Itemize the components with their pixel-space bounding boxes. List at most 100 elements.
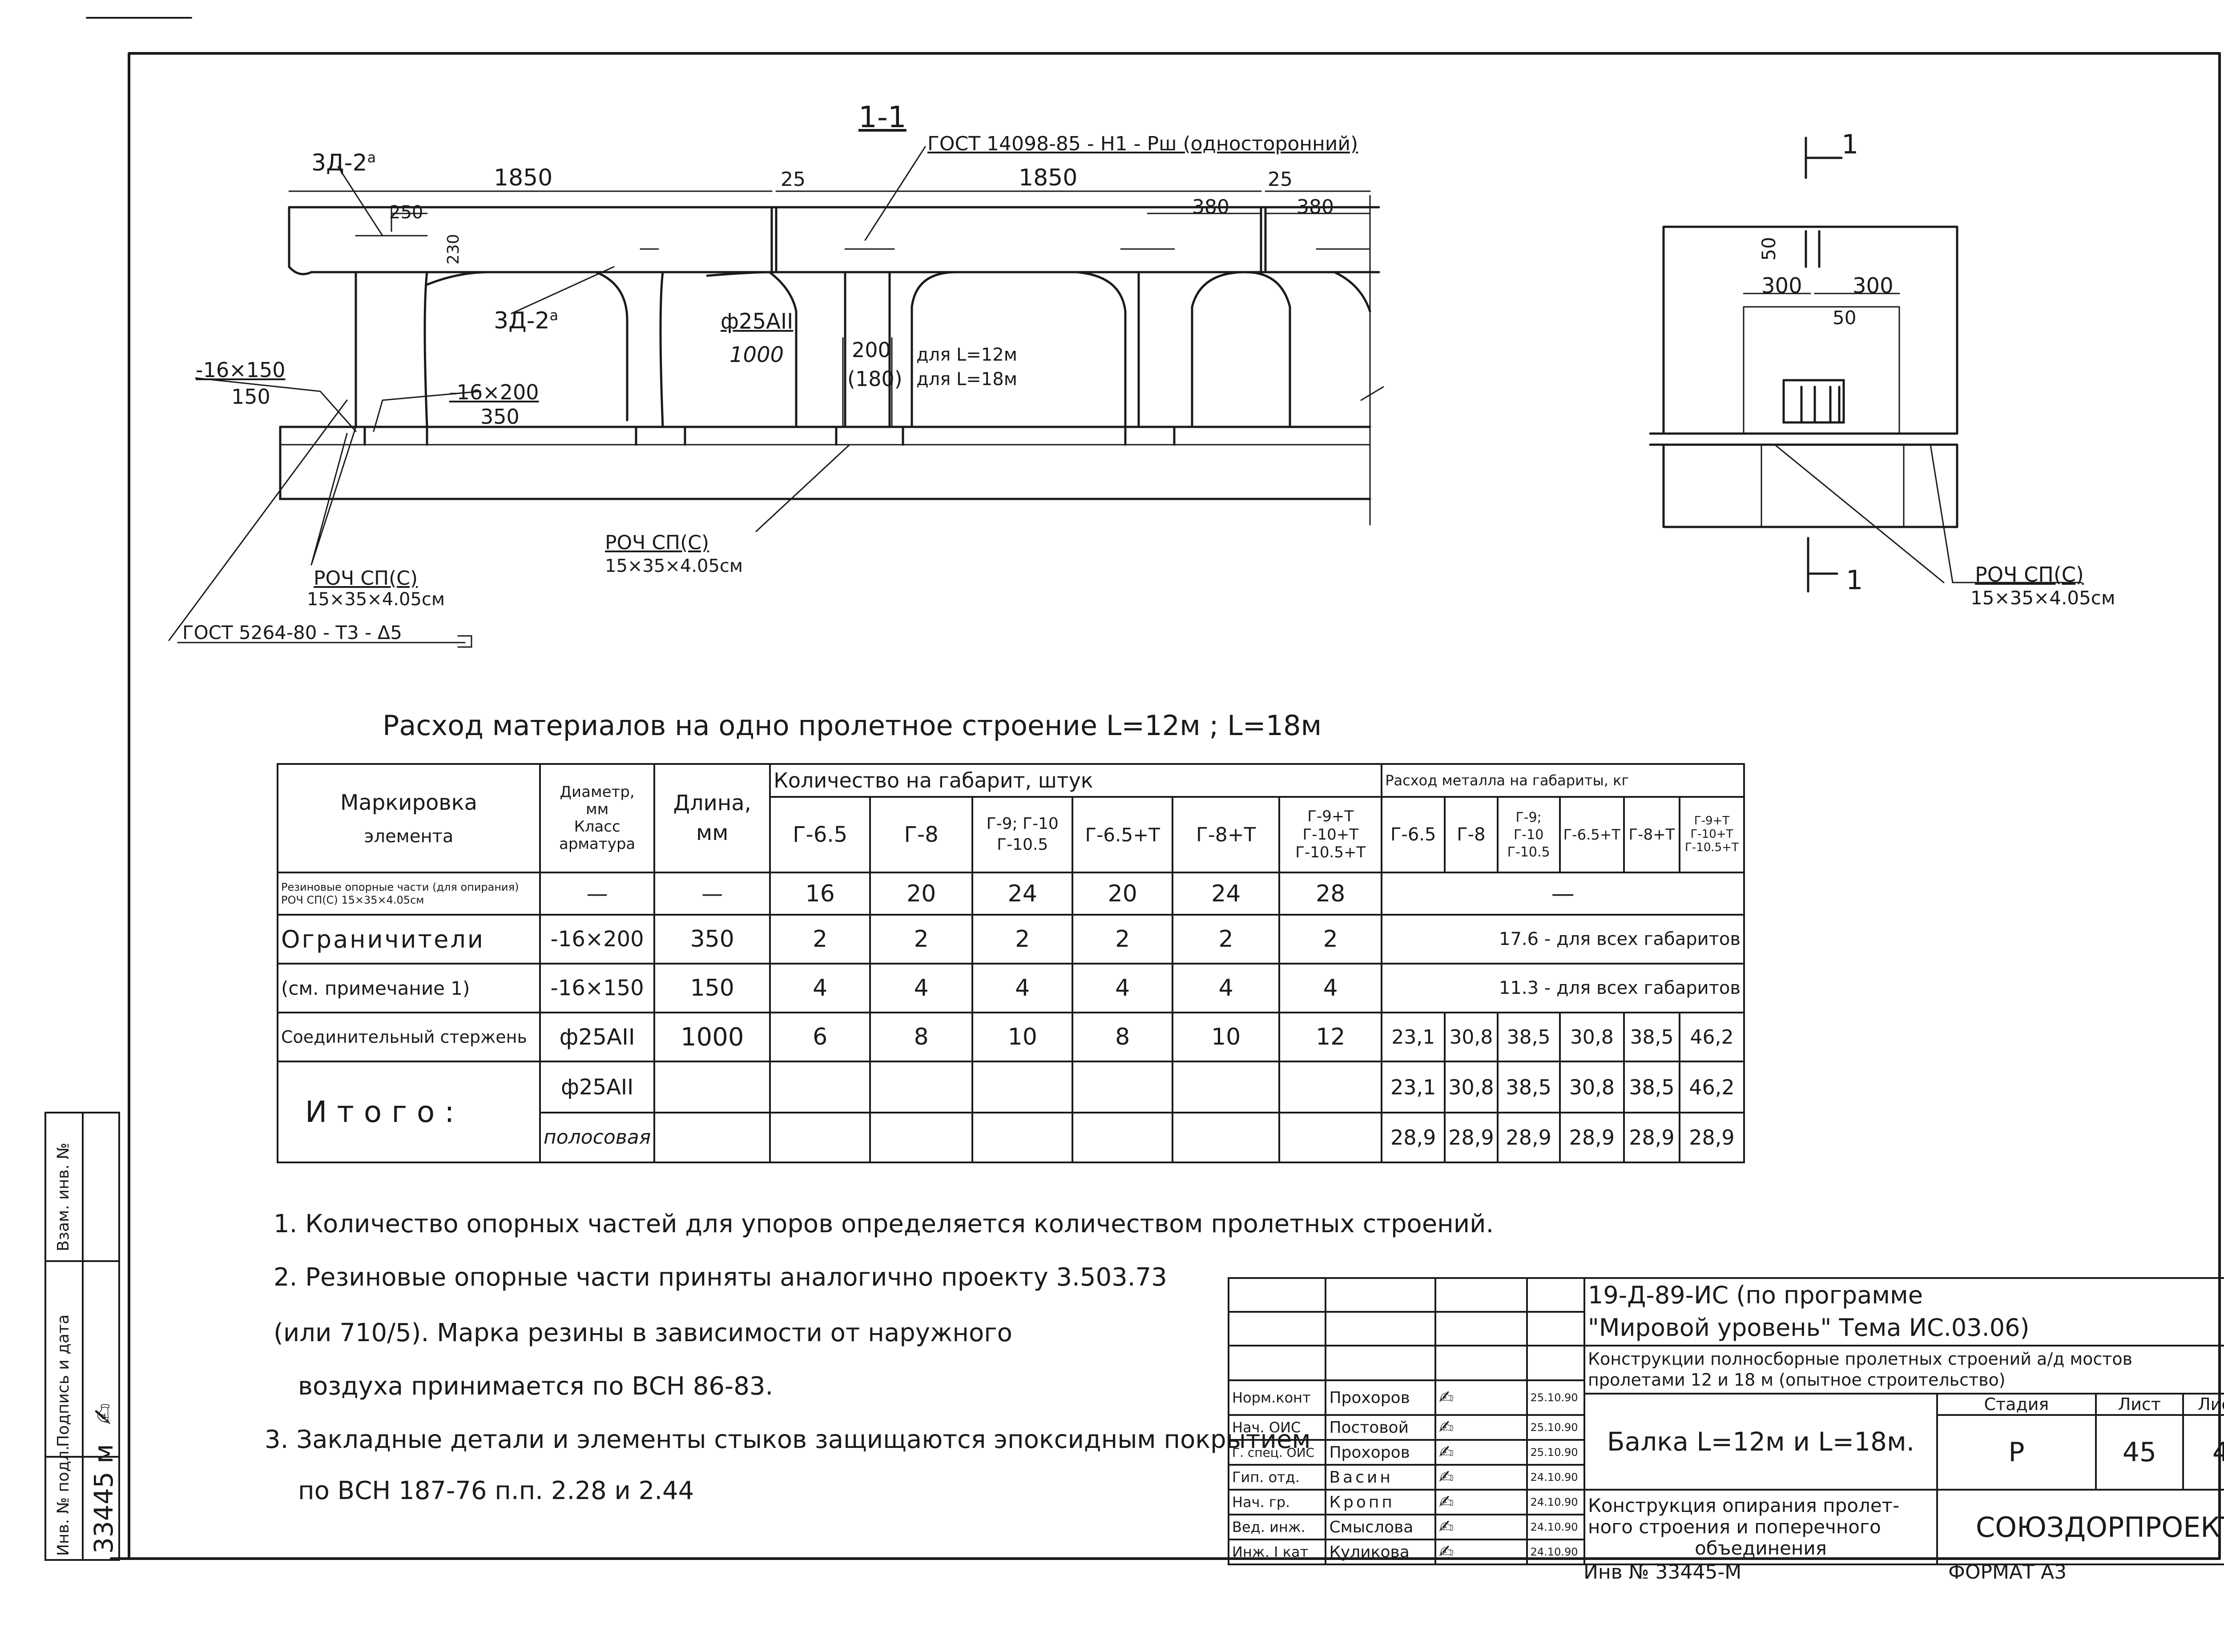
description: Конструкции полносборные пролетных строе… xyxy=(1583,1345,2224,1395)
qty-cell: 2 xyxy=(971,914,1074,965)
side-dim-50b: 50 xyxy=(1833,307,1857,329)
header-diameter: Диаметр, мм Класс арматура xyxy=(539,763,656,873)
metal-cell: 30,8 xyxy=(1444,1012,1499,1062)
qty-col-3: Г-9; Г-10 Г-10.5 xyxy=(971,796,1074,873)
qty-cell: 4 xyxy=(1278,963,1383,1013)
signer-name: Кропп xyxy=(1325,1489,1436,1515)
signer-role: Нач. ОИС xyxy=(1227,1414,1327,1441)
header-qty: Количество на габарит, штук xyxy=(769,763,1383,798)
label-zd2a-top: 3Д-2а xyxy=(311,149,376,177)
signer-date: 24.10.90 xyxy=(1526,1464,1586,1491)
qty-cell: 2 xyxy=(769,914,871,965)
side-dim-300a: 300 xyxy=(1761,273,1802,298)
metal-cell: 38,5 xyxy=(1623,1012,1680,1062)
qty-cell: 12 xyxy=(1278,1012,1383,1062)
metal-note: 11.3 - для всех габаритов xyxy=(1381,963,1745,1013)
metal-note: — xyxy=(1381,872,1745,916)
qty-cell: 20 xyxy=(1072,872,1174,916)
table-row: (см. примечание 1) -16×150 150 4 4 4 4 4… xyxy=(277,963,1745,1013)
signer-role: Инж. I кат xyxy=(1227,1539,1327,1565)
label-rod: ф25АII xyxy=(721,309,794,334)
label-plate2-bot: 350 xyxy=(480,405,520,429)
section-mark-bottom: 1 xyxy=(1846,565,1863,596)
dim-250: 250 xyxy=(389,202,423,223)
metal-cell: 38,5 xyxy=(1496,1061,1561,1113)
row-name: Резиновые опорные части (для опирания) Р… xyxy=(277,872,541,916)
metal-cell: 28,9 xyxy=(1381,1112,1446,1163)
qty-cell: 4 xyxy=(1072,963,1174,1013)
metal-cell: 23,1 xyxy=(1381,1061,1446,1113)
side-dim-300b: 300 xyxy=(1853,273,1894,298)
label-zd2a-mid: 3Д-2а xyxy=(494,307,559,334)
organization: СОЮЗДОРПРОЕКТ xyxy=(1936,1489,2224,1565)
total-row: полосовая 28,9 28,9 28,9 28,9 28,9 28,9 xyxy=(278,1112,1745,1163)
dim-200: 200 xyxy=(852,338,891,362)
qty-cell: 16 xyxy=(769,872,871,916)
row-length: 350 xyxy=(653,914,771,965)
metal-cell: 30,8 xyxy=(1559,1061,1625,1113)
dim-180: (180) xyxy=(847,367,902,391)
label-length-12: для L=12м xyxy=(916,345,1017,365)
stamp-swap-label: Взам. инв. № xyxy=(54,1142,73,1251)
qty-cell: 24 xyxy=(971,872,1074,916)
signer-name: Постовой xyxy=(1325,1414,1436,1441)
signer-name: Прохоров xyxy=(1325,1379,1436,1416)
signer-date: 24.10.90 xyxy=(1526,1514,1586,1540)
sheet-label: Лист xyxy=(2095,1393,2184,1416)
dim-span-right: 1850 xyxy=(1019,165,1078,191)
signature-icon: ✍ xyxy=(1434,1379,1528,1416)
stamp-signature-icon: ✍ xyxy=(89,1403,119,1425)
materials-table: Маркировка элемента Диаметр, мм Класс ар… xyxy=(277,763,1745,1163)
dim-gap1: 25 xyxy=(781,168,806,191)
table-row: Соединительный стержень ф25АII 1000 6 8 … xyxy=(277,1012,1745,1062)
stage-label: Стадия xyxy=(1936,1393,2097,1416)
signer-date: 24.10.90 xyxy=(1526,1539,1586,1565)
total-type: полосовая xyxy=(539,1112,656,1163)
metal-cell: 23,1 xyxy=(1381,1012,1446,1062)
signer-role: Нач. гр. xyxy=(1227,1489,1327,1515)
label-bearing-left: РОЧ СП(С) xyxy=(314,567,418,590)
signer-date: 25.10.90 xyxy=(1526,1439,1586,1466)
signer-name: Васин xyxy=(1325,1464,1436,1491)
dim-380a: 380 xyxy=(1192,196,1229,218)
sheet-title: Конструкция опирания пролет- ного строен… xyxy=(1583,1489,1938,1565)
qty-cell: 10 xyxy=(1172,1012,1281,1062)
qty-cell: 4 xyxy=(1172,963,1281,1013)
signer-role: Г. спец. ОИС xyxy=(1227,1439,1327,1466)
section-label: 1-1 xyxy=(858,100,907,134)
total-row: Итого: ф25АII 23,1 30,8 38,5 30,8 38,5 4… xyxy=(277,1061,1745,1163)
header-length: Длина, мм xyxy=(653,763,771,873)
title-block: 19-Д-89-ИС (по программе "Мировой уровен… xyxy=(1227,1277,2224,1565)
signer-date: 24.10.90 xyxy=(1526,1489,1586,1515)
signer-role: Вед. инж. xyxy=(1227,1514,1327,1540)
label-bearing-center-size: 15×35×4.05см xyxy=(605,556,743,576)
metal-col-1: Г-6.5 xyxy=(1381,796,1446,873)
metal-col-3: Г-9; Г-10 Г-10.5 xyxy=(1496,796,1561,873)
qty-col-1: Г-6.5 xyxy=(769,796,871,873)
sheets-value: 45 xyxy=(2182,1414,2224,1491)
dim-gap2: 25 xyxy=(1268,168,1293,191)
signer-role: Гип. отд. xyxy=(1227,1464,1327,1491)
dim-380b: 380 xyxy=(1297,196,1334,218)
label-bearing-left-size: 15×35×4.05см xyxy=(307,589,445,610)
signer-name: Смыслова xyxy=(1325,1514,1436,1540)
metal-cell: 28,9 xyxy=(1623,1112,1680,1163)
qty-cell: 8 xyxy=(1072,1012,1174,1062)
metal-cell: 28,9 xyxy=(1496,1112,1561,1163)
note-2c: воздуха принимается по ВСН 86-83. xyxy=(298,1372,774,1401)
qty-cell: 2 xyxy=(1072,914,1174,965)
qty-cell: 4 xyxy=(869,963,974,1013)
sheet-value: 45 xyxy=(2095,1414,2184,1491)
qty-col-4: Г-6.5+Т xyxy=(1072,796,1174,873)
row-length: — xyxy=(653,872,771,916)
label-bearing-side-size: 15×35×4.05см xyxy=(1970,587,2115,609)
note-2a: 2. Резиновые опорные части приняты анало… xyxy=(274,1263,1167,1292)
signer-date: 25.10.90 xyxy=(1526,1414,1586,1441)
stamp-sign-label: Подпись и дата xyxy=(54,1314,73,1447)
label-bearing-center: РОЧ СП(С) xyxy=(605,531,709,554)
signature-icon: ✍ xyxy=(1434,1489,1528,1515)
weld-note-bottom: ГОСТ 5264-80 - Т3 - Δ5 xyxy=(182,622,403,643)
signature-icon: ✍ xyxy=(1434,1464,1528,1491)
metal-cell: 30,8 xyxy=(1559,1012,1625,1062)
